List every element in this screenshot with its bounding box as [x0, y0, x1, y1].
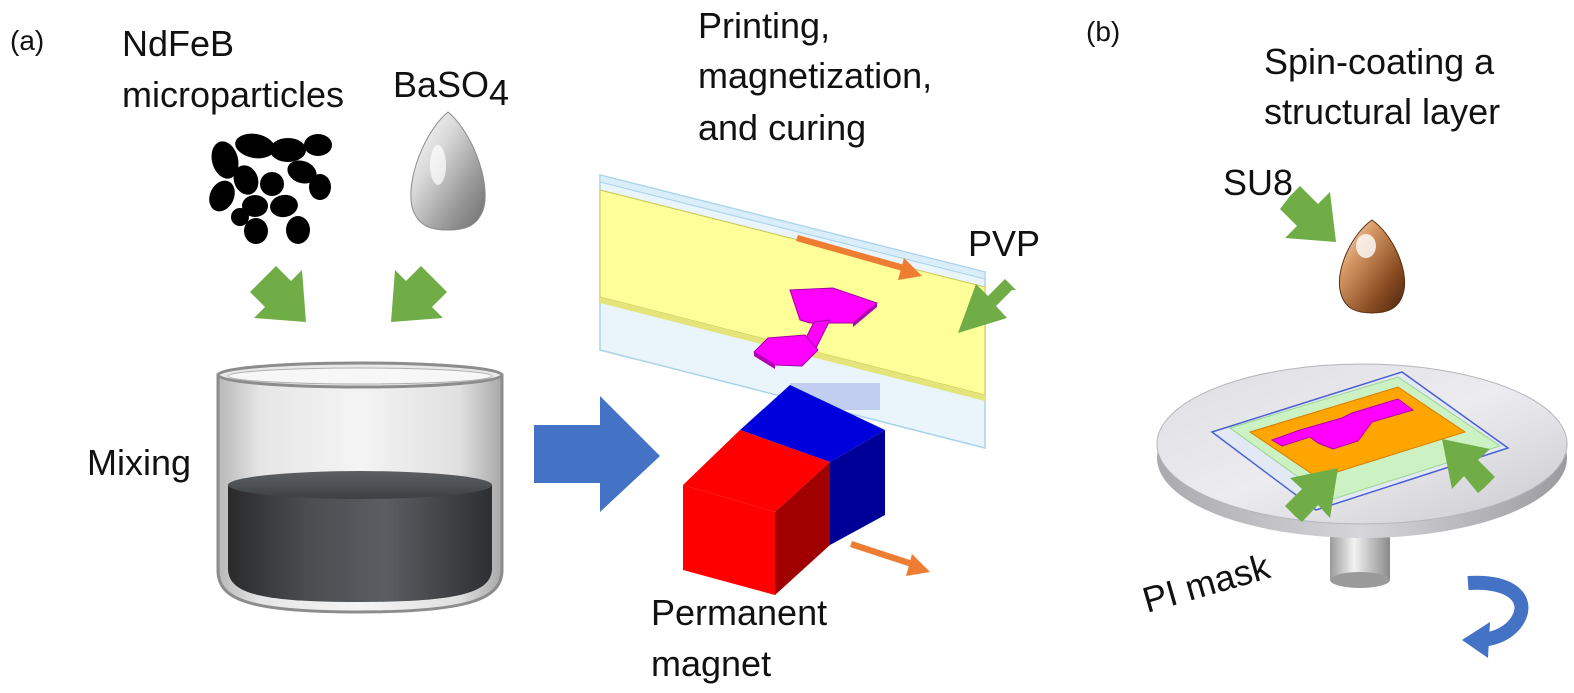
particle	[242, 195, 268, 217]
particle	[270, 194, 298, 218]
particle	[233, 165, 259, 195]
beaker-icon	[216, 361, 504, 614]
ndfeb-particles-cluster	[209, 133, 332, 244]
magnet-label-line2: magnet	[651, 643, 771, 684]
permanent-magnet-icon	[683, 383, 885, 595]
baso4-droplet	[410, 111, 486, 231]
ndfeb-label-line2: microparticles	[122, 74, 344, 115]
particle	[260, 172, 284, 196]
droplet-highlight	[430, 145, 446, 185]
printing-label-line1: Printing,	[698, 5, 830, 46]
particle	[309, 174, 331, 200]
particle	[209, 180, 235, 212]
printed-magnetic-structure	[753, 287, 879, 369]
su8-label: SU8	[1223, 162, 1293, 203]
particle	[287, 160, 317, 184]
su8-droplet	[1338, 219, 1406, 314]
pi-mask-label: PI mask	[1138, 545, 1275, 621]
substrate-on-chuck	[1210, 371, 1510, 511]
magnet-label-line1: Permanent	[651, 592, 827, 633]
baso4-subscript: 4	[489, 72, 509, 113]
panel-a-label: (a)	[10, 25, 44, 56]
particle	[270, 138, 306, 162]
particle	[235, 133, 275, 159]
green-arrow-mask-right-icon	[1442, 439, 1495, 493]
particle	[304, 134, 332, 156]
green-arrow-particles-icon	[250, 266, 306, 322]
blue-arrow-icon	[534, 396, 660, 512]
orange-arrow-bottom-icon	[850, 541, 930, 576]
ndfeb-label-line1: NdFeB	[122, 23, 234, 64]
baso4-label: BaSO4	[393, 64, 509, 113]
panel-b-label: (b)	[1086, 16, 1120, 47]
particle	[231, 208, 249, 226]
green-arrow-mask-left-icon	[1285, 468, 1338, 522]
rotation-arrow-icon	[1462, 575, 1529, 658]
magnetic-structure-b	[1270, 398, 1415, 450]
green-arrow-baso4-icon	[391, 266, 447, 322]
particle	[286, 216, 310, 244]
mixing-label: Mixing	[87, 442, 191, 483]
green-arrow-pvp-icon	[958, 279, 1016, 333]
printing-label-line2: magnetization,	[698, 55, 932, 96]
green-arrow-su8-icon	[1280, 186, 1336, 242]
particle	[244, 218, 268, 244]
baso4-main: BaSO	[393, 64, 489, 105]
orange-arrow-top-icon	[796, 235, 922, 280]
spin-coating-label-line1: Spin-coating a	[1264, 41, 1495, 82]
mixture-liquid	[228, 485, 492, 602]
particle	[211, 141, 239, 179]
spin-coating-label-line2: structural layer	[1264, 91, 1500, 132]
printing-label-line3: and curing	[698, 107, 866, 148]
pvp-label: PVP	[968, 223, 1040, 264]
mixture-surface	[228, 471, 492, 499]
